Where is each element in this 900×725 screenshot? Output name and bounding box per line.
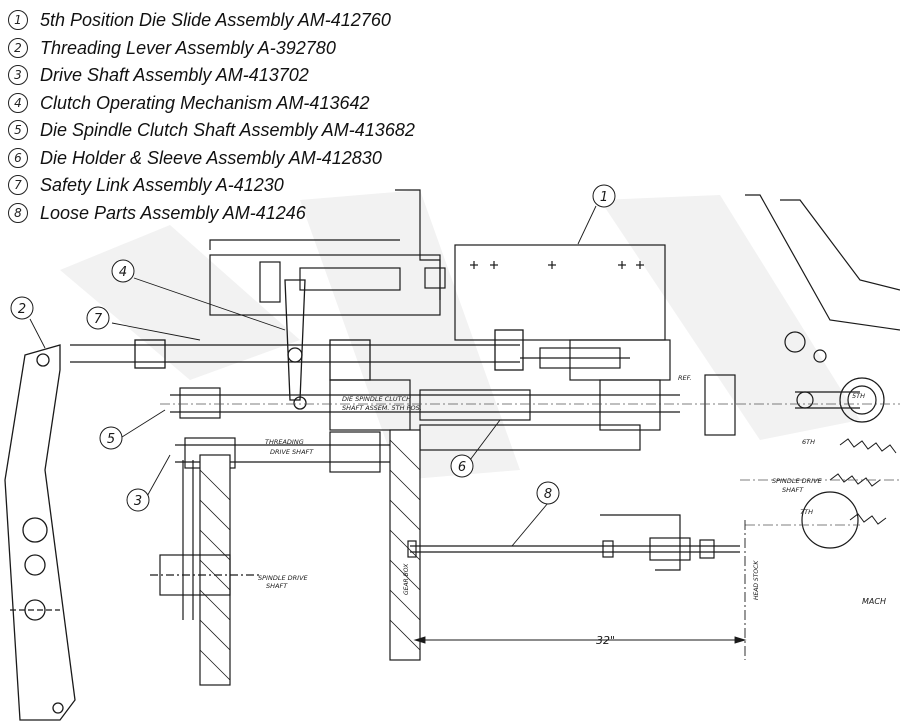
spindle-drive-shaft-left [150,460,260,620]
gear-teeth [829,438,897,525]
legend-item-6: 6 Die Holder & Sleeve Assembly AM-412830 [8,146,382,170]
callout-4: 4 [111,259,135,283]
clutch-lever [284,279,307,410]
legend-item-2: 2 Threading Lever Assembly A-392780 [8,36,336,60]
label-mach: MACH [862,597,886,606]
legend-number-8: 8 [8,203,28,223]
legend-label-6: Die Holder & Sleeve Assembly AM-412830 [40,147,382,168]
legend-number-3: 3 [8,65,28,85]
callout-6: 6 [450,454,474,478]
legend-label-5: Die Spindle Clutch Shaft Assembly AM-413… [40,119,415,140]
leader-lines [29,205,597,547]
svg-text:5: 5 [107,432,115,447]
legend-number-4: 4 [8,93,28,113]
svg-text:6: 6 [458,460,466,475]
label-spindle-drive-right: SPINDLE DRIVE [772,477,823,485]
svg-text:4: 4 [119,265,127,280]
callout-8: 8 [536,481,560,505]
legend-item-8: 8 Loose Parts Assembly AM-41246 [8,201,306,225]
label-die-spindle-clutch: DIE SPINDLE CLUTCH [342,395,411,403]
watermark [60,190,860,480]
svg-text:3: 3 [134,494,142,509]
legend-item-4: 4 Clutch Operating Mechanism AM-413642 [8,91,370,115]
legend-number-2: 2 [8,38,28,58]
gear-box-wall [199,429,421,686]
legend-item-5: 5 Die Spindle Clutch Shaft Assembly AM-4… [8,118,415,142]
label-spindle-drive-left: SPINDLE DRIVE [258,574,309,582]
label-ref: REF. [678,374,692,382]
label-shaft-assem: SHAFT ASSEM. 5TH POS. [342,404,422,412]
legend-label-4: Clutch Operating Mechanism AM-413642 [40,92,370,113]
callout-5: 5 [99,426,123,450]
legend-number-7: 7 [8,175,28,195]
drawing-annotations: DIE SPINDLE CLUTCH SHAFT ASSEM. 5TH POS.… [258,374,886,647]
svg-text:8: 8 [544,487,552,502]
svg-text:2: 2 [18,302,26,317]
legend-item-1: 1 5th Position Die Slide Assembly AM-412… [8,8,391,32]
legend-label-7: Safety Link Assembly A-41230 [40,174,284,195]
label-7th: 7TH [800,508,813,516]
dimension-line [413,520,747,660]
die-slide-box [454,244,671,431]
legend-label-2: Threading Lever Assembly A-392780 [40,37,336,58]
loose-parts-rod [407,514,740,571]
svg-text:7: 7 [94,312,103,327]
label-shaft-right: SHAFT [782,486,804,494]
label-threading: THREADING [265,438,304,446]
label-head-stock: HEAD STOCK [753,560,760,600]
legend-label-8: Loose Parts Assembly AM-41246 [40,202,306,223]
svg-text:1: 1 [600,190,608,205]
callout-3: 3 [126,488,150,512]
label-6th: 6TH [802,438,815,446]
legend-label-1: 5th Position Die Slide Assembly AM-41276… [40,9,391,30]
legend-item-7: 7 Safety Link Assembly A-41230 [8,173,284,197]
callout-2: 2 [10,296,34,320]
legend-number-6: 6 [8,148,28,168]
center-lines [160,403,900,526]
callout-1: 1 [592,184,616,208]
label-5th: 5TH [852,392,865,400]
callout-7: 7 [86,306,110,330]
label-shaft-left: SHAFT [266,582,288,590]
legend-number-5: 5 [8,120,28,140]
upper-housing [209,189,446,316]
threading-lever [4,344,76,721]
legend-number-1: 1 [8,10,28,30]
machine-head [704,194,900,549]
legend-label-3: Drive Shaft Assembly AM-413702 [40,64,309,85]
label-gear-box: GEAR BOX [403,563,410,595]
clutch-shaft [170,347,680,431]
label-dimension-32: 32" [596,634,615,647]
legend-item-3: 3 Drive Shaft Assembly AM-413702 [8,63,309,87]
label-drive-shaft: DRIVE SHAFT [270,448,314,456]
